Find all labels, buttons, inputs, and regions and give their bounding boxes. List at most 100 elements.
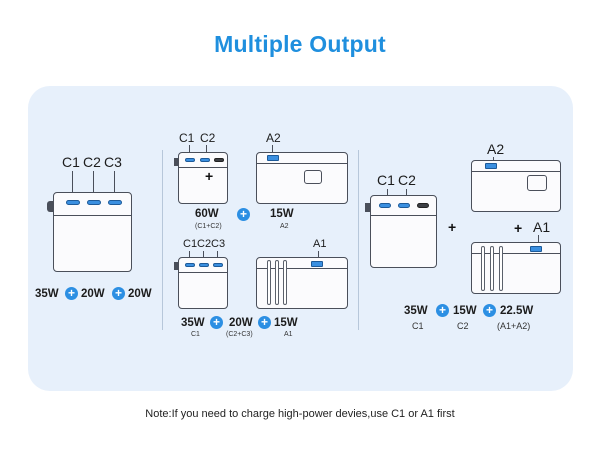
right-a1-label: A1 (533, 219, 551, 235)
port-a1 (530, 246, 542, 252)
mid-bottom-watt3-sub: A1 (284, 331, 293, 338)
charger-top-face (371, 196, 436, 216)
left-charger (53, 192, 132, 272)
left-leader-c1 (72, 171, 73, 199)
divider-right (358, 150, 359, 330)
mid-bottom-watt2: 20W (229, 317, 253, 329)
mid-bottom-port-label-c2: C2 (197, 238, 212, 250)
mid-top-watt1-sub: (C1+C2) (195, 223, 222, 230)
left-leader-c2 (93, 171, 94, 199)
left-watt-c2: 20W (81, 288, 105, 300)
port-c1 (66, 200, 80, 205)
right-watt1-sub: C1 (412, 321, 424, 331)
plus-circle-icon: + (436, 304, 449, 317)
right-port-label-c2: C2 (398, 172, 416, 188)
mid-top-port-label-c2: C2 (200, 131, 216, 145)
display-screen (527, 175, 547, 191)
right-watt3: 22.5W (500, 305, 534, 317)
port-a1 (311, 261, 323, 267)
accessory-top-face (472, 243, 560, 254)
right-watt1: 35W (404, 305, 428, 317)
right-bottom-accessory (471, 242, 561, 294)
footnote: Note:If you need to charge high-power de… (145, 408, 455, 420)
mid-bottom-leader-a1 (318, 251, 319, 261)
right-leader-a1 (538, 235, 539, 247)
charger-side-prong (365, 203, 370, 212)
charger-top-face (179, 153, 227, 168)
plus-circle-icon: + (258, 316, 271, 329)
charger-top-face (179, 258, 227, 273)
port-c1 (185, 158, 195, 162)
mid-bottom-charger (178, 257, 228, 309)
mid-bottom-port-label-c1: C1 (183, 238, 198, 250)
mid-bottom-accessory (256, 257, 348, 309)
page-title: Multiple Output (214, 31, 386, 57)
accessory-top-face (257, 153, 347, 164)
right-top-accessory (471, 160, 561, 212)
mid-top-a2-label: A2 (266, 131, 281, 145)
port-c2 (398, 203, 410, 208)
cable-icon (283, 260, 287, 305)
cable-icon (275, 260, 279, 305)
port-c3-unused (417, 203, 429, 208)
accessory-top-face (472, 161, 560, 172)
cable-icon (499, 246, 503, 291)
cable-icon (267, 260, 271, 305)
left-watt-c3: 20W (128, 288, 152, 300)
port-a2 (485, 163, 497, 169)
charger-side-prong (47, 201, 53, 212)
left-port-label-c2: C2 (83, 154, 101, 170)
left-port-label-c1: C1 (62, 154, 80, 170)
mid-bottom-port-label-c3: C3 (211, 238, 226, 250)
plus-circle-icon: + (112, 287, 125, 300)
port-a2 (267, 155, 279, 161)
divider-left (162, 150, 163, 330)
charger-side-prong (174, 262, 178, 270)
right-port-label-c1: C1 (377, 172, 395, 188)
plus-circle-icon: + (237, 208, 250, 221)
port-c3 (213, 263, 223, 267)
right-a2-label: A2 (487, 141, 505, 157)
plus-icon: + (448, 219, 457, 235)
plus-icon: + (514, 220, 523, 236)
mid-top-watt1: 60W (195, 208, 219, 220)
mid-top-charger (178, 152, 228, 204)
mid-top-watt2: 15W (270, 208, 294, 220)
left-leader-c3 (114, 171, 115, 199)
mid-top-port-label-c1: C1 (179, 131, 195, 145)
right-watt3-sub: (A1+A2) (497, 321, 531, 331)
mid-bottom-leader-c2 (203, 251, 204, 261)
left-port-label-c3: C3 (104, 154, 122, 170)
plus-circle-icon: + (65, 287, 78, 300)
cable-icon (490, 246, 494, 291)
port-c2 (87, 200, 101, 205)
port-c2 (199, 263, 209, 267)
mid-bottom-watt1: 35W (181, 317, 205, 329)
plus-icon: + (205, 168, 214, 184)
right-watt2-sub: C2 (457, 321, 469, 331)
plus-circle-icon: + (210, 316, 223, 329)
port-c1 (379, 203, 391, 208)
mid-bottom-watt3: 15W (274, 317, 298, 329)
mid-bottom-a1-label: A1 (313, 238, 327, 250)
charger-top-face (54, 193, 131, 216)
port-c3 (108, 200, 122, 205)
port-c3-unused (214, 158, 224, 162)
right-watt2: 15W (453, 305, 477, 317)
charger-side-prong (174, 158, 178, 166)
mid-bottom-leader-c1 (189, 251, 190, 261)
port-c1 (185, 263, 195, 267)
cable-icon (481, 246, 485, 291)
left-watt-c1: 35W (35, 288, 59, 300)
mid-top-leader-a2 (272, 145, 273, 157)
mid-bottom-watt2-sub: (C2+C3) (226, 331, 253, 338)
mid-top-watt2-sub: A2 (280, 223, 289, 230)
mid-top-accessory (256, 152, 348, 204)
plus-circle-icon: + (483, 304, 496, 317)
port-c2 (200, 158, 210, 162)
accessory-top-face (257, 258, 347, 269)
display-screen (304, 170, 322, 184)
mid-bottom-watt1-sub: C1 (191, 331, 200, 338)
right-charger (370, 195, 437, 268)
mid-bottom-leader-c3 (217, 251, 218, 261)
